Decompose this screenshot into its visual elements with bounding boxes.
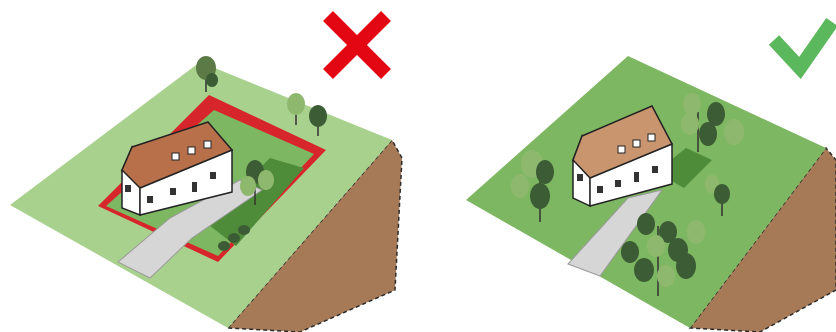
tree-canopy (621, 241, 639, 263)
tree-canopy (699, 122, 717, 146)
window (170, 188, 176, 195)
dormer-1 (172, 153, 179, 160)
window (210, 172, 216, 179)
bad-example-panel (10, 16, 402, 332)
tree-canopy (714, 184, 730, 204)
dormer-1 (618, 146, 625, 153)
tree-canopy (634, 258, 654, 282)
tree-canopy (530, 183, 550, 209)
tree-canopy (681, 113, 699, 135)
hedge (218, 241, 230, 251)
dormer-2 (188, 147, 195, 154)
tree-canopy (287, 93, 305, 115)
good-example-panel (466, 22, 836, 332)
door (634, 172, 639, 182)
tree-canopy (511, 174, 529, 198)
tree-canopy (309, 105, 327, 127)
tree-canopy (683, 93, 701, 115)
window (125, 185, 131, 192)
window (147, 196, 153, 203)
tree-canopy (687, 220, 705, 244)
dormer-3 (648, 134, 655, 141)
tree-canopy (258, 170, 274, 190)
door (192, 182, 197, 192)
hedge (228, 233, 240, 243)
tree-canopy (676, 253, 696, 279)
tree-canopy (206, 73, 218, 87)
window (615, 180, 621, 187)
window (597, 186, 603, 193)
tree-canopy (647, 235, 665, 257)
window (577, 174, 583, 181)
dormer-3 (204, 141, 211, 148)
hedge (238, 225, 250, 235)
tree-canopy (657, 265, 675, 287)
tree-canopy (240, 176, 256, 196)
window (652, 166, 658, 173)
check-icon (774, 22, 832, 68)
dormer-2 (633, 140, 640, 147)
tree-canopy (637, 213, 655, 235)
cross-icon (328, 16, 386, 74)
tree-canopy (724, 119, 744, 145)
tree-canopy (536, 160, 554, 184)
